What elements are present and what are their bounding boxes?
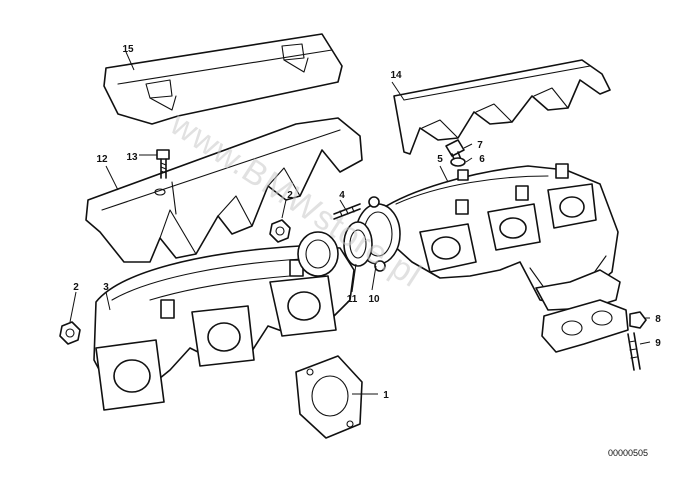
heat-shield-front-part	[103, 33, 343, 125]
screw-part	[445, 139, 466, 167]
callout-1: 1	[383, 390, 389, 401]
nut-part	[59, 321, 81, 345]
leader-lines	[69, 51, 651, 395]
nut-part	[269, 219, 291, 243]
callout-3: 3	[103, 282, 109, 293]
stud-part	[627, 332, 641, 371]
exhaust-manifold-rear-part	[379, 163, 621, 311]
callout-14: 14	[390, 70, 402, 81]
callout-10: 10	[368, 294, 380, 305]
callout-6: 6	[479, 154, 485, 165]
exhaust-manifold-front-part	[93, 231, 355, 411]
stud-bolt-part	[333, 203, 361, 220]
heat-shield-rear-part	[393, 59, 611, 155]
flange-gasket-part	[541, 299, 629, 353]
sealing-ring-part	[343, 221, 373, 267]
callout-4: 4	[339, 190, 345, 201]
callout-8: 8	[655, 314, 661, 325]
callout-labels: 15 14 12 13 2 4 5 7 6 11 10 2 3 1 8 9	[73, 44, 661, 401]
callout-7: 7	[477, 140, 483, 151]
heat-shield-lower-part	[85, 117, 363, 263]
callout-12: 12	[96, 154, 108, 165]
callout-15: 15	[122, 44, 134, 55]
callout-9: 9	[655, 338, 661, 349]
gasket-part	[295, 355, 363, 439]
nut-small-part	[629, 311, 647, 329]
callout-13: 13	[126, 152, 138, 163]
callout-5: 5	[437, 154, 443, 165]
callout-11: 11	[347, 294, 358, 305]
callout-2-lower: 2	[73, 282, 79, 293]
callout-2-upper: 2	[287, 190, 293, 201]
catalog-number: 00000505	[608, 448, 648, 458]
